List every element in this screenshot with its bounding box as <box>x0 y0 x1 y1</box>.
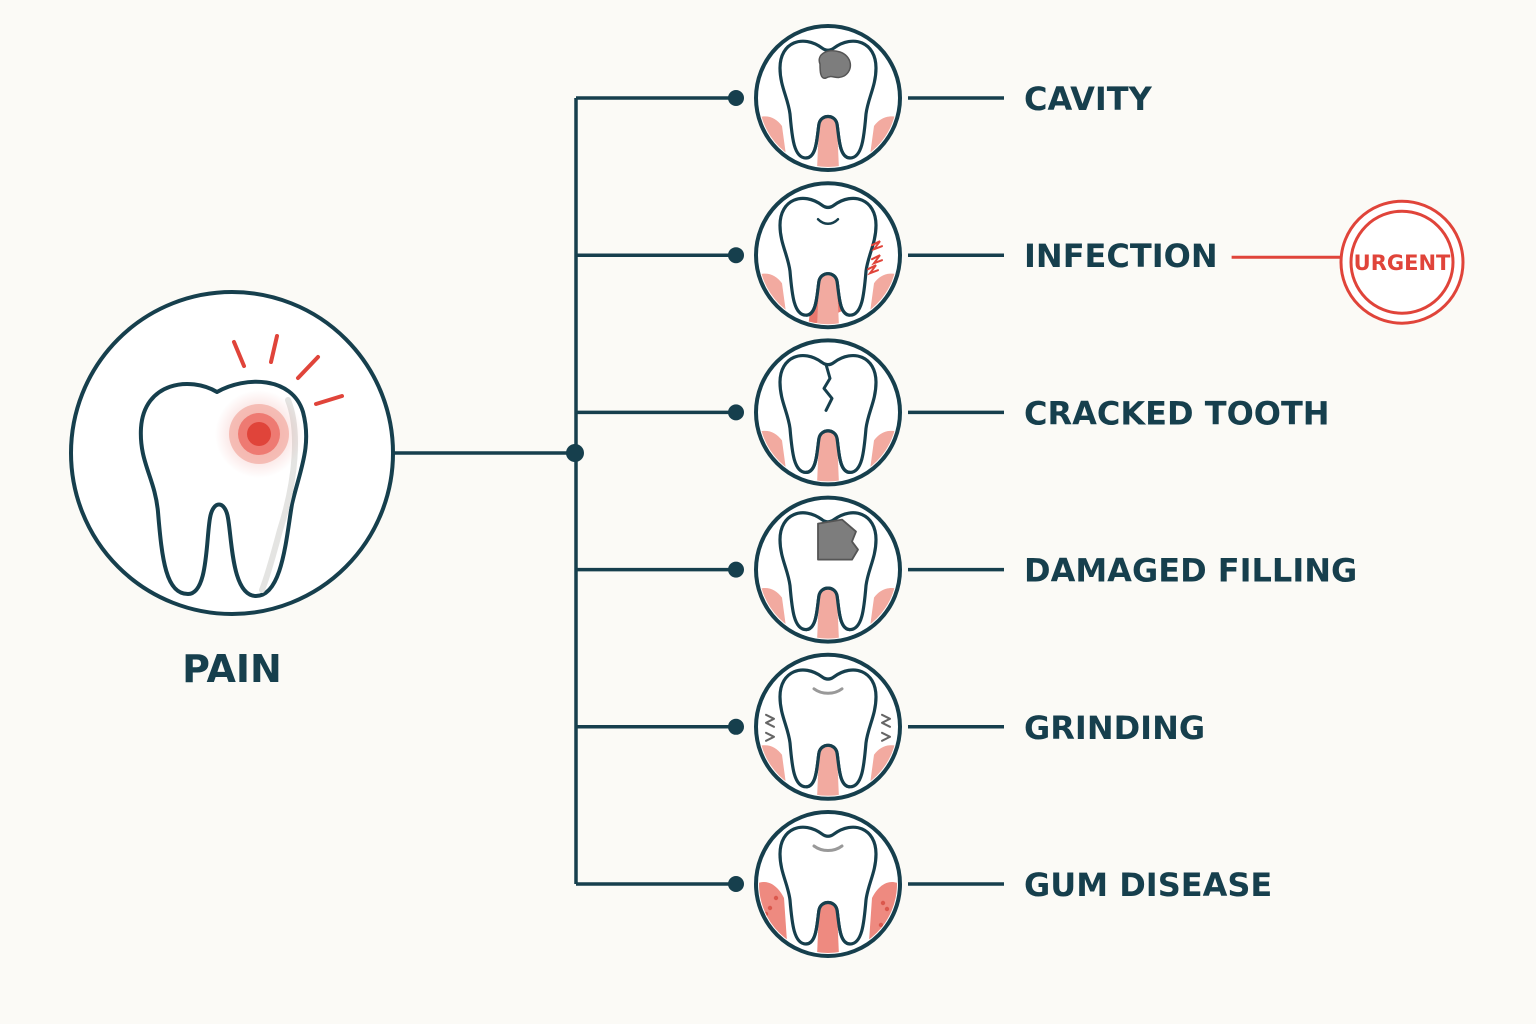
cause-cracked-tooth: CRACKED TOOTH <box>576 338 1330 487</box>
causes-list: CAVITY INFECTION URGENT CRACKED TOOTH DAMAGE… <box>576 24 1465 958</box>
cracked-tooth-icon <box>754 338 902 487</box>
cavity-tooth-icon <box>754 24 902 172</box>
junction-dot <box>566 444 584 462</box>
pain-label: PAIN <box>182 647 282 691</box>
aching-tooth-icon <box>138 334 344 598</box>
branch-dot <box>728 876 744 892</box>
cause-infection: INFECTION URGENT <box>576 181 1465 330</box>
cause-label: CAVITY <box>1024 80 1153 118</box>
branch-dot <box>728 404 744 421</box>
branch-dot <box>728 718 744 735</box>
branch-dot <box>728 90 744 106</box>
gum-disease-tooth-icon <box>754 810 902 958</box>
infection-tooth-icon <box>754 181 902 330</box>
pain-node: PAIN <box>69 290 395 691</box>
cause-gum-disease: GUM DISEASE <box>576 810 1272 958</box>
cause-damaged-filling: DAMAGED FILLING <box>576 495 1357 644</box>
cause-grinding: GRINDING <box>576 652 1205 801</box>
cause-label: GRINDING <box>1024 709 1205 747</box>
cause-cavity: CAVITY <box>576 24 1153 172</box>
urgent-badge: URGENT <box>1339 199 1465 325</box>
grinding-tooth-icon <box>754 652 902 801</box>
connectors <box>393 98 584 884</box>
cause-label: GUM DISEASE <box>1024 866 1272 904</box>
branch-dot <box>728 247 744 264</box>
damaged-filling-tooth-icon <box>754 495 902 644</box>
urgent-badge-label: URGENT <box>1354 251 1451 275</box>
branch-dot <box>728 561 744 578</box>
cause-label: DAMAGED FILLING <box>1024 552 1357 590</box>
cause-label: CRACKED TOOTH <box>1024 394 1330 432</box>
cause-label: INFECTION <box>1024 237 1218 275</box>
